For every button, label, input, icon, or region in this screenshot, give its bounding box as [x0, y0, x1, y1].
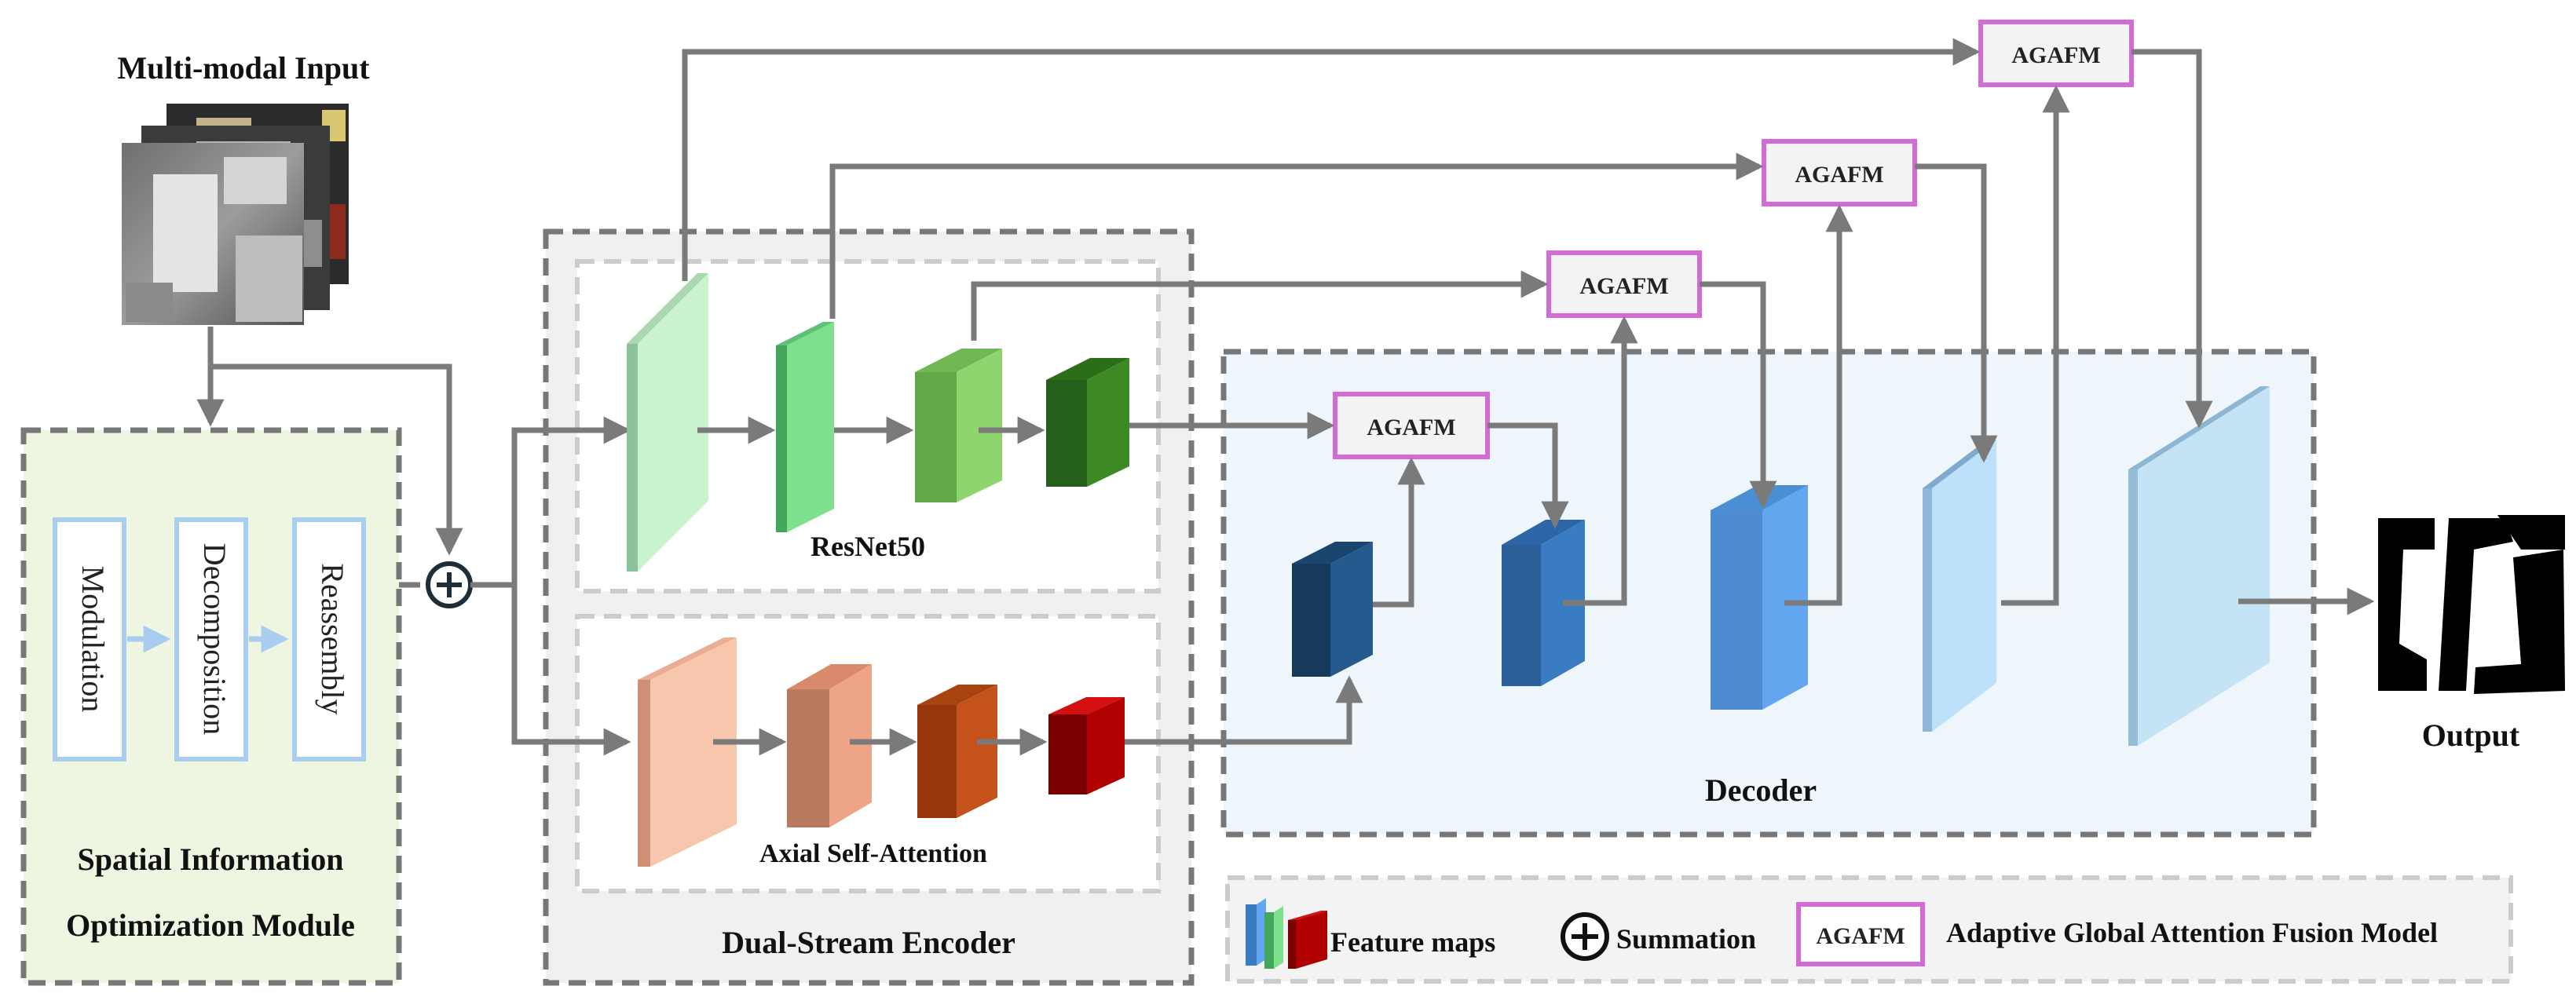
- agafm1-to-decoder2-arrow: [1487, 422, 1569, 529]
- svg-text:AGAFM: AGAFM: [1579, 273, 1668, 299]
- sum-to-attention-arrow: [511, 585, 631, 756]
- input-title: Multi-modal Input: [117, 50, 370, 86]
- output-title: Output: [2422, 718, 2520, 753]
- agafm4-to-decoder5-arrow: [2131, 49, 2213, 429]
- sio-title-line2: Optimization Module: [66, 908, 355, 943]
- resnet-feature-map-2: [776, 322, 834, 532]
- decoder-feature-map-5: [2128, 386, 2270, 746]
- multimodal-input-images: [122, 104, 349, 325]
- sio-title-line1: Spatial Information: [78, 842, 344, 877]
- legend-agafm-box: AGAFM: [1796, 902, 1925, 966]
- legend-summation-icon: [1561, 912, 1609, 961]
- resnet3-to-agafm2-arrow: [971, 270, 1549, 341]
- decoder-feature-map-3: [1711, 485, 1808, 710]
- axial-attention-label: Axial Self-Attention: [759, 839, 987, 868]
- svg-text:AGAFM: AGAFM: [1795, 162, 1883, 188]
- input-skip-arrow: [210, 363, 463, 556]
- sio-step-modulation: Modulation: [53, 517, 126, 761]
- encoder-title: Dual-Stream Encoder: [722, 925, 1015, 960]
- attention-feature-map-4: [1048, 697, 1125, 794]
- output-mask: [2378, 515, 2565, 694]
- legend-feature-maps-icon: [1246, 898, 1327, 969]
- svg-text:AGAFM: AGAFM: [1367, 415, 1455, 440]
- resnet-feature-map-4: [1046, 358, 1129, 487]
- agafm2-to-decoder3-arrow: [1700, 281, 1777, 509]
- resnet2-to-agafm3-arrow: [829, 152, 1764, 319]
- svg-text:AGAFM: AGAFM: [2011, 42, 2100, 68]
- attention-feature-map-1: [638, 637, 737, 867]
- svg-text:Modulation: Modulation: [75, 566, 111, 713]
- agafm-block-2: AGAFM: [1546, 250, 1702, 318]
- resnet1-to-agafm4-arrow: [682, 38, 1981, 281]
- decoder1-to-agafm1-arrow: [1373, 457, 1425, 608]
- resnet-feature-map-1: [627, 273, 708, 572]
- summation-node: [426, 561, 473, 608]
- decoder-feature-map-1: [1292, 542, 1373, 677]
- agafm-block-4: AGAFM: [1978, 20, 2134, 87]
- sio-step-decomposition: Decomposition: [174, 517, 248, 761]
- decoder3-to-agafm3-arrow: [1784, 204, 1853, 606]
- attention-feature-map-2: [787, 664, 872, 827]
- resnet-label: ResNet50: [810, 531, 925, 562]
- decoder2-to-agafm2-arrow: [1563, 316, 1638, 606]
- attention-feature-map-3: [917, 685, 997, 818]
- decoder4-to-agafm4-arrow: [2001, 85, 2070, 606]
- legend-feature-maps-label: Feature maps: [1330, 926, 1495, 958]
- resnet-feature-map-3: [915, 349, 1002, 502]
- decoder-title: Decoder: [1705, 772, 1817, 808]
- legend-summation-label: Summation: [1616, 923, 1756, 955]
- legend-agafm-desc: Adaptive Global Attention Fusion Model: [1946, 917, 2438, 948]
- agafm3-to-decoder4-arrow: [1915, 163, 1998, 463]
- svg-text:Decomposition: Decomposition: [197, 543, 232, 735]
- decoder-feature-map-4: [1923, 440, 1996, 732]
- attention-to-decoder1-arrow: [1125, 675, 1363, 745]
- sio-step-reassembly: Reassembly: [292, 517, 366, 761]
- agafm-block-3: AGAFM: [1762, 139, 1917, 206]
- svg-text:AGAFM: AGAFM: [1816, 923, 1905, 949]
- agafm-block-1: AGAFM: [1333, 392, 1490, 459]
- svg-text:Reassembly: Reassembly: [315, 563, 350, 714]
- sum-to-resnet-arrow: [511, 416, 631, 585]
